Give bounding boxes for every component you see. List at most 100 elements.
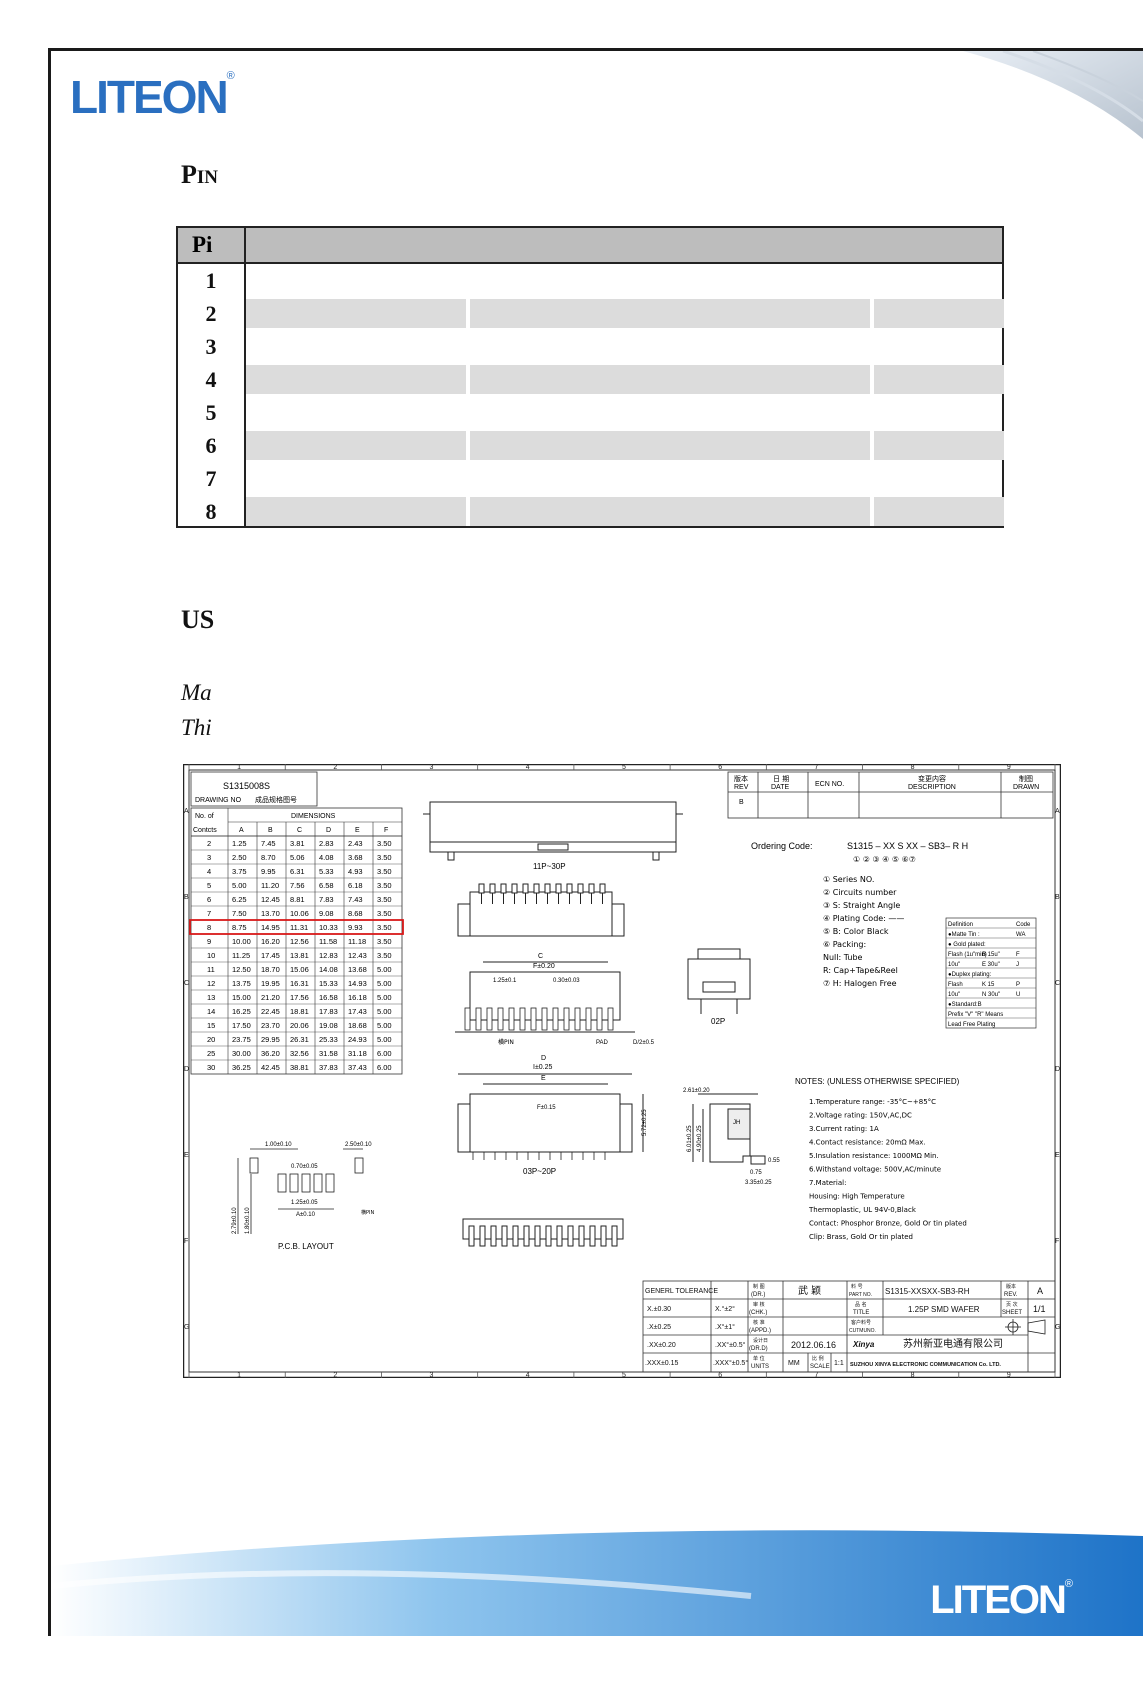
dimension-cell: 5.33 xyxy=(319,867,334,876)
liteon-logo-bottom: LITEON® xyxy=(930,1578,1073,1622)
pad-mark xyxy=(475,1007,482,1031)
svg-text:PART NO.: PART NO. xyxy=(849,1292,872,1298)
notes-title: NOTES: (UNLESS OTHERWISE SPECIFIED) xyxy=(795,1077,960,1086)
dimension-cell: 7.83 xyxy=(319,895,334,904)
pin-number: 5 xyxy=(205,400,217,425)
svg-text:变更内容: 变更内容 xyxy=(918,774,946,783)
note-line: 4.Contact resistance: 20mΩ Max. xyxy=(809,1139,926,1147)
grid-label-right: D xyxy=(1055,1066,1060,1073)
svg-text:DATE: DATE xyxy=(771,784,789,791)
dimension-cell: 8.68 xyxy=(348,909,363,918)
dimension-cell: 7.56 xyxy=(290,881,305,890)
pin-mark xyxy=(511,883,518,894)
svg-text:页 次: 页 次 xyxy=(1006,1301,1018,1308)
dimension-cell: 16.31 xyxy=(290,979,309,988)
svg-text:D/2±0.5: D/2±0.5 xyxy=(633,1040,655,1046)
dimension-cell: 5.00 xyxy=(377,993,392,1002)
dimension-cell: 14.95 xyxy=(261,923,280,932)
usage-section-title: US xyxy=(181,605,215,634)
dimension-cell: 17.45 xyxy=(261,951,280,960)
plating-cell: ● Gold plated: xyxy=(948,942,986,948)
grid-label-left: D xyxy=(184,1066,189,1073)
svg-text:I±0.25: I±0.25 xyxy=(533,1064,553,1071)
dimension-cell: 15.06 xyxy=(290,965,309,974)
grid-label-right: C xyxy=(1055,980,1060,987)
pad-mark xyxy=(464,1007,471,1031)
grid-label-top: 7 xyxy=(814,764,818,771)
dimension-cell: 21.20 xyxy=(261,993,280,1002)
dimension-cell: 16.25 xyxy=(232,1007,251,1016)
svg-text:A±0.10: A±0.10 xyxy=(296,1212,316,1218)
pin-row: 6 xyxy=(178,429,1004,462)
svg-text:DIMENSIONS: DIMENSIONS xyxy=(291,813,336,820)
dimension-cell: 12.43 xyxy=(348,951,367,960)
dimension-cell: 3.50 xyxy=(377,853,392,862)
dimension-cell: 18.68 xyxy=(348,1021,367,1030)
svg-text:1.25±0.05: 1.25±0.05 xyxy=(291,1200,318,1206)
dimension-cell: 5.00 xyxy=(377,1021,392,1030)
pin-row: 2 xyxy=(178,297,1004,330)
dimension-cell: 9 xyxy=(207,937,211,946)
pad-mark xyxy=(563,1007,570,1031)
plating-cell: P xyxy=(1016,982,1020,988)
pin-mark xyxy=(577,883,584,894)
grid-label-top: 5 xyxy=(622,764,626,771)
dimension-cell: 13.75 xyxy=(232,979,251,988)
pin-mark xyxy=(522,883,529,894)
svg-text:单 位: 单 位 xyxy=(753,1355,765,1362)
dimension-cell: 31.58 xyxy=(319,1049,338,1058)
grid-label-left: B xyxy=(184,894,189,901)
grid-label-bottom: 9 xyxy=(1007,1372,1011,1378)
dimension-cell: 6.00 xyxy=(377,1049,392,1058)
dimension-cell: 3.50 xyxy=(377,895,392,904)
pin-mark xyxy=(611,1225,618,1247)
svg-text:.XXX±0.15: .XXX±0.15 xyxy=(645,1360,679,1367)
pcb-layout-title: P.C.B. LAYOUT xyxy=(278,1242,334,1251)
plating-cell: U xyxy=(1016,992,1020,998)
pad-mark xyxy=(596,1007,603,1031)
svg-text:(DR.): (DR.) xyxy=(751,1292,765,1298)
svg-text:0.70±0.05: 0.70±0.05 xyxy=(291,1164,318,1170)
pin-mark xyxy=(599,883,606,894)
svg-text:0.30±0.03: 0.30±0.03 xyxy=(553,978,580,984)
dimension-cell: 14.08 xyxy=(319,965,338,974)
ordering-item: R: Cap+Tape&Reel xyxy=(823,966,898,975)
svg-text:比 例: 比 例 xyxy=(812,1355,824,1362)
svg-text:03P~20P: 03P~20P xyxy=(523,1167,556,1176)
grid-label-top: 6 xyxy=(718,764,722,771)
grid-label-top: 9 xyxy=(1007,764,1011,771)
dimension-cell: 6.25 xyxy=(232,895,247,904)
title-block xyxy=(642,1280,1056,1373)
dimension-cell: 30 xyxy=(207,1063,215,1072)
connector-top-view xyxy=(423,801,683,861)
dimension-cell: 19.95 xyxy=(261,979,280,988)
svg-text:D: D xyxy=(326,827,331,834)
grid-label-left: C xyxy=(184,980,189,987)
pin-mark xyxy=(589,1225,596,1247)
note-line: 3.Current rating: 1A xyxy=(809,1125,879,1133)
pad-mark xyxy=(607,1007,614,1031)
pad-mark xyxy=(574,1007,581,1031)
svg-text:1.00±0.10: 1.00±0.10 xyxy=(265,1142,292,1148)
drawing-no-label-cn: 成品规格图号 xyxy=(255,795,297,804)
pad-mark xyxy=(585,1007,592,1031)
grid-label-bottom: 1 xyxy=(237,1372,241,1378)
notes-list: 1.Temperature range: -35°C~+85°C2.Voltag… xyxy=(808,1098,967,1241)
svg-text:JH: JH xyxy=(733,1120,740,1126)
plating-cell: Flash xyxy=(948,982,963,988)
svg-text:1.80±0.10: 1.80±0.10 xyxy=(245,1207,251,1234)
pin-mark xyxy=(566,883,573,894)
grid-label-bottom: 6 xyxy=(718,1372,722,1378)
dimension-cell: 15.33 xyxy=(319,979,338,988)
dimension-cell: 7 xyxy=(207,909,211,918)
grid-label-bottom: 4 xyxy=(526,1372,530,1378)
grid-label-bottom: 8 xyxy=(911,1372,915,1378)
pin-table-header-label: Pi xyxy=(192,232,213,257)
dimension-cell: 5.00 xyxy=(377,1007,392,1016)
liteon-logo-top: LITEON® xyxy=(70,70,235,123)
svg-text:C: C xyxy=(538,953,543,960)
svg-text:.X°±1°: .X°±1° xyxy=(715,1323,735,1331)
plating-cell: Flash (1u"min) xyxy=(948,952,987,958)
